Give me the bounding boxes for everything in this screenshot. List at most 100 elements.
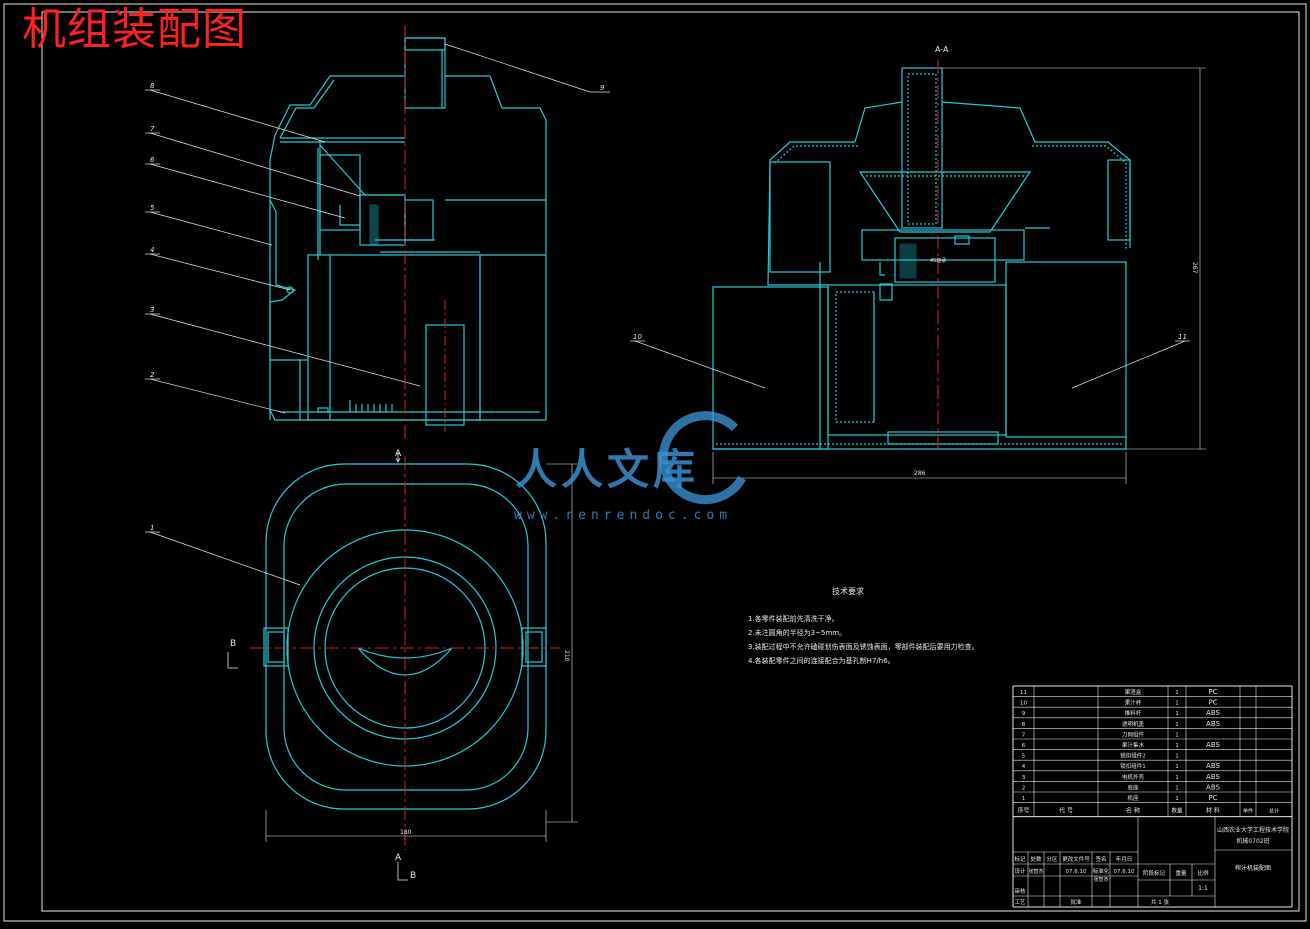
bom-name-cell: 推料杆 [1125, 709, 1142, 717]
bom-seq-cell: 7 [1022, 732, 1026, 738]
callout-6: 6 [150, 156, 155, 164]
bom-header-total: 总计 [1269, 808, 1279, 815]
callout-2: 2 [150, 371, 155, 379]
bom-qty-cell: 1 [1175, 743, 1179, 749]
bom-seq-cell: 10 [1020, 701, 1027, 707]
plan-center-lines [250, 456, 560, 850]
bom-qty-cell: 1 [1175, 701, 1179, 707]
leader-lines [145, 43, 1190, 586]
bom-material-cell: ABS [1206, 720, 1220, 728]
school-name: 山西农业大学工程技术学院 [1217, 826, 1289, 834]
label-scale: 比例 [1197, 869, 1209, 877]
callout-4: 4 [150, 246, 154, 254]
standard-date: 07.6.10 [1114, 869, 1135, 875]
bom-material-cell: ABS [1206, 709, 1220, 717]
class-name: 机械0702班 [1236, 837, 1269, 845]
scale-value: 1:1 [1198, 885, 1208, 892]
label-mark: 标记 [1014, 855, 1026, 863]
drawing-title: 机组装配图 [22, 4, 247, 55]
label-count: 处数 [1030, 855, 1042, 863]
drawing-name: 榨汁机装配图 [1235, 864, 1271, 872]
bom-qty-cell: 1 [1175, 785, 1179, 791]
bom-material-cell: PC [1208, 699, 1217, 707]
base-vent-slots [317, 400, 393, 413]
section-label: A-A [935, 45, 949, 54]
label-review: 审核 [1014, 887, 1026, 895]
bom-material-cell: ABS [1206, 783, 1220, 791]
label-design: 设计 [1014, 867, 1026, 875]
label-stage: 阶段标记 [1143, 869, 1166, 877]
bom-seq-cell: 6 [1022, 743, 1026, 749]
tech-requirement-item: 1.各零件装配前先清洗干净。 [748, 615, 839, 623]
bom-material-cell: PC [1208, 794, 1217, 802]
view-label-a-bottom: A [395, 853, 402, 863]
tech-requirements-title: 技术要求 [832, 587, 864, 596]
bom-seq-cell: 3 [1022, 775, 1026, 781]
callout-labels: 9 8 7 6 5 4 3 2 1 10 11 [150, 82, 1187, 532]
standardizer-name: 张智杰 [1093, 876, 1108, 883]
bom-qty-cell: 1 [1175, 775, 1179, 781]
label-doc: 更改文件号 [1062, 855, 1090, 863]
front-section-view [269, 37, 547, 426]
callout-10: 10 [633, 333, 642, 341]
bom-qty-cell: 1 [1175, 764, 1179, 770]
bom-seq-cell: 5 [1022, 754, 1026, 760]
view-label-b-bottom: B [410, 871, 416, 881]
bom-name-cell: 果汁杯 [1125, 699, 1142, 707]
label-process: 工艺 [1014, 899, 1026, 906]
height-dimension: 267 [1191, 262, 1198, 274]
bom-name-cell: 电机外壳 [1122, 773, 1145, 781]
bom-seq-cell: 1 [1022, 796, 1026, 802]
width-dimension: 286 [914, 470, 926, 477]
bom-header-unit: 单件 [1243, 808, 1253, 815]
inner-frame [41, 11, 1300, 912]
label-approve: 批准 [1070, 898, 1082, 906]
bom-qty-cell: 1 [1175, 754, 1179, 760]
label-date: 年月日 [1116, 855, 1133, 863]
bom-seq-cell: 11 [1020, 690, 1027, 696]
callout-5: 5 [150, 204, 155, 212]
bom-name-cell: 锁扣组件1 [1120, 762, 1146, 770]
section-dimensions [712, 67, 1206, 484]
bom-header-seq: 序号 [1017, 807, 1029, 815]
bom-qty-cell: 1 [1175, 722, 1179, 728]
bom-qty-cell: 1 [1175, 690, 1179, 696]
bom-name-cell: 透明机盖 [1122, 720, 1145, 728]
sheet-info: 共 1 张 [1151, 898, 1169, 906]
tech-requirement-item: 2.未注圆角的半径为3~5mm。 [748, 629, 847, 637]
callout-11: 11 [1178, 333, 1187, 341]
bom-material-cell: PC [1208, 688, 1217, 696]
view-label-b-left: B [230, 639, 236, 649]
bom-seq-cell: 9 [1022, 711, 1026, 717]
callout-9: 9 [600, 84, 605, 92]
tech-requirements-list: 1.各零件装配前先清洗干净。 2.未注圆角的半径为3~5mm。 3.装配过程中不允许… [748, 612, 979, 668]
tech-requirement-item: 3.装配过程中不允许磕碰划伤表面及锈蚀表面，零部件装配后要用力检查。 [748, 643, 979, 651]
bom-name-cell: 底座 [1127, 783, 1139, 791]
bom-material-cell: ABS [1206, 762, 1220, 770]
plan-dimensions [265, 463, 578, 842]
bom-seq-cell: 2 [1022, 785, 1026, 791]
bom-header-name: 名 称 [1126, 807, 1140, 815]
bom-qty-cell: 1 [1175, 711, 1179, 717]
label-standard: 标准化 [1093, 867, 1110, 875]
plan-width-dim: 180 [400, 829, 412, 836]
bom-qty-cell: 1 [1175, 732, 1179, 738]
designer-name: 张智杰 [1028, 868, 1043, 875]
plan-height-dim: 210 [563, 650, 570, 662]
callout-3: 3 [150, 306, 154, 314]
callout-1: 1 [150, 524, 154, 532]
design-date: 07.6.10 [1066, 869, 1087, 875]
watermark-logo [658, 411, 746, 505]
label-weight: 重量 [1175, 869, 1187, 877]
bom-name-cell: 机座 [1127, 794, 1139, 802]
outer-frame [3, 3, 1307, 922]
label-sign: 签名 [1095, 855, 1106, 863]
bom-header-qty: 数量 [1171, 807, 1183, 815]
watermark-url: www.renrendoc.com [514, 508, 733, 523]
view-label-a-top: A [395, 449, 402, 459]
bom-material-cell: ABS [1206, 773, 1220, 781]
bom-seq-cell: 8 [1022, 722, 1026, 728]
tech-requirement-item: 4.各装配零件之间的连接配合为基孔制H7/h6。 [748, 657, 895, 665]
